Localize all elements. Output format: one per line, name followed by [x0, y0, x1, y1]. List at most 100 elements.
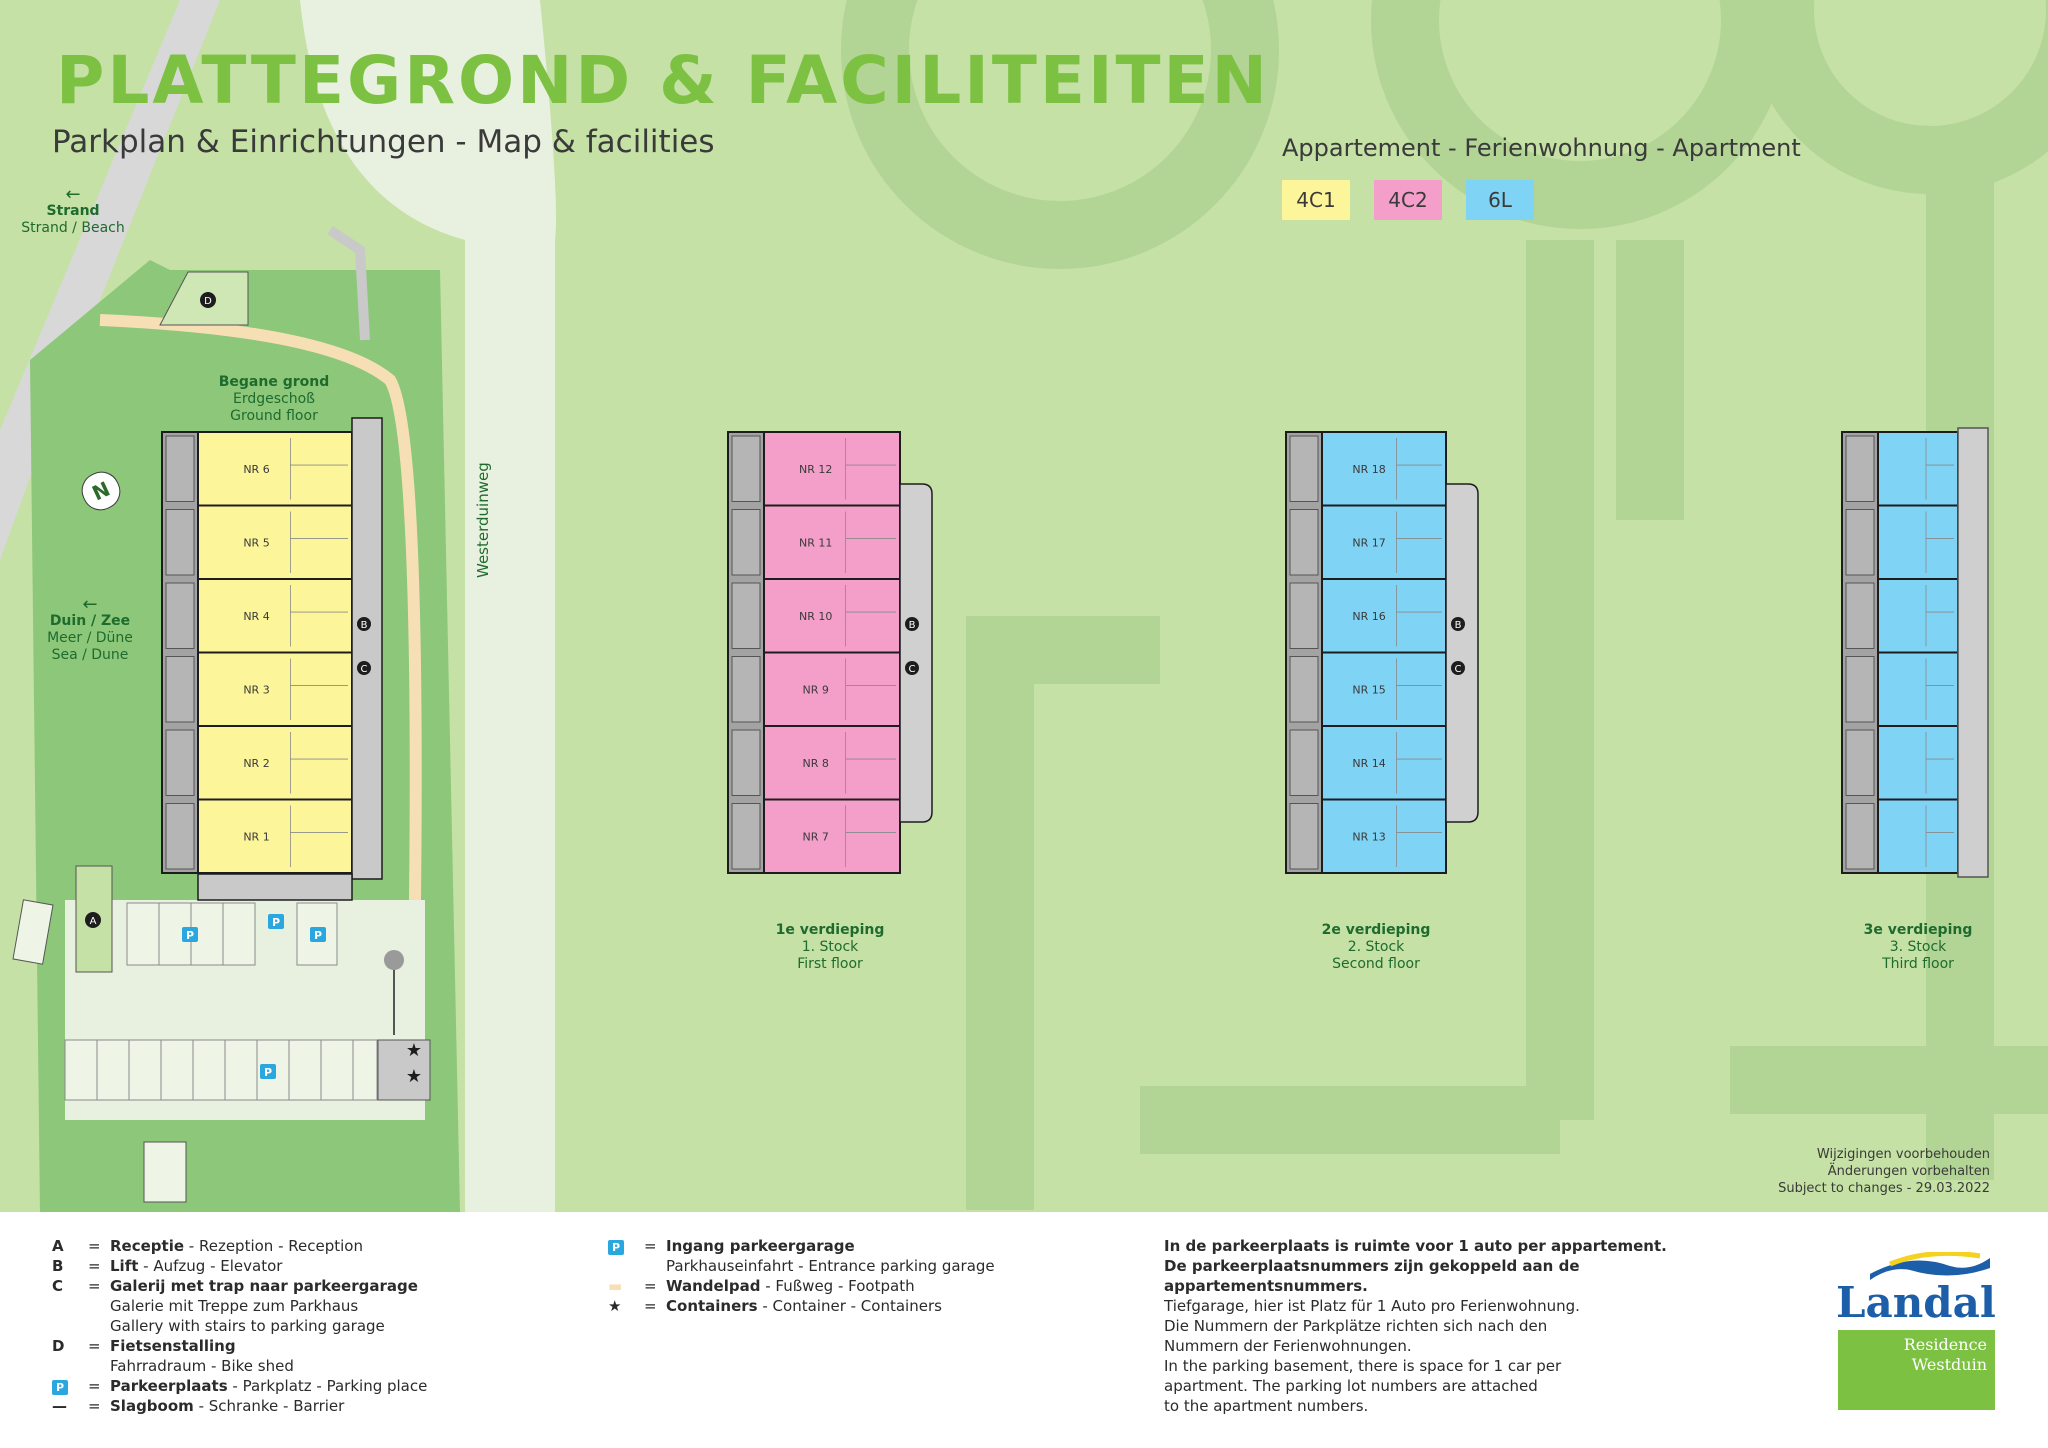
apartment-unit	[197, 431, 353, 507]
parking-icon	[260, 1064, 276, 1079]
apartment-unit	[1321, 651, 1447, 727]
apartment-unit	[1877, 725, 1959, 801]
elevator-marker-label: B	[1455, 620, 1462, 631]
unit-number: NR 14	[1352, 757, 1385, 770]
apartment-unit	[1321, 504, 1447, 580]
storage-column	[161, 431, 199, 874]
logo-wordmark: Landal	[1836, 1278, 1996, 1327]
balcony-strip	[1957, 427, 1989, 878]
unit-number: NR 4	[243, 610, 269, 623]
apartment-unit	[1321, 798, 1447, 874]
apartment-unit	[1321, 578, 1447, 654]
storage-room	[165, 582, 195, 649]
beach-label: Strand	[46, 203, 100, 219]
apartment-unit	[197, 651, 353, 727]
storage-room	[1845, 803, 1875, 870]
dune-label: Duin / Zee	[49, 613, 131, 629]
bike-shed-marker-icon	[200, 292, 216, 308]
unit-number: NR 10	[799, 610, 832, 623]
gallery-marker-icon	[1451, 661, 1465, 675]
apartment-unit	[763, 578, 901, 654]
storage-room	[165, 656, 195, 723]
legend-column-3: In de parkeerplaats is ruimte voor 1 aut…	[1164, 1237, 1667, 1415]
storage-room	[731, 509, 761, 576]
gallery-marker-label: C	[1455, 664, 1462, 675]
unit-number: NR 1	[243, 830, 269, 843]
storage-room	[1845, 729, 1875, 796]
page-title: PLATTEGROND & FACILITEITEN	[56, 42, 1270, 119]
parking-label: P	[264, 1066, 272, 1079]
unit-number: NR 3	[243, 683, 269, 696]
parking-icon: P	[52, 1380, 68, 1395]
storage-room	[731, 729, 761, 796]
apartment-unit	[1877, 504, 1959, 580]
floor-caption-third: 3e verdieping 3. Stock Third floor	[1863, 922, 1973, 972]
container-star-icon: ★	[406, 1040, 422, 1061]
unit-number: NR 15	[1352, 683, 1385, 696]
parking-icon	[268, 914, 284, 929]
reception-marker-icon	[85, 912, 101, 928]
storage-room	[1289, 729, 1319, 796]
arrow-left-icon: ←	[65, 184, 81, 205]
storage-room	[1289, 803, 1319, 870]
unit-number: NR 9	[802, 683, 828, 696]
apartment-unit	[763, 725, 901, 801]
entrance-annex	[197, 873, 353, 901]
unit-number: NR 5	[243, 536, 269, 549]
elevator-marker-label: B	[909, 620, 916, 631]
subject-to-changes-note: Wijzigingen voorbehouden Änderungen vorb…	[1778, 1147, 1990, 1196]
unit-number: NR 2	[243, 757, 269, 770]
legend-column-2: P=Ingang parkeergarage Parkhauseinfahrt …	[608, 1237, 995, 1315]
storage-room	[1289, 656, 1319, 723]
storage-room	[1289, 509, 1319, 576]
apartment-unit	[1877, 431, 1959, 507]
elevator-marker-icon	[357, 617, 371, 631]
unit-number: NR 17	[1352, 536, 1385, 549]
parking-icon	[310, 927, 326, 942]
gallery	[1445, 483, 1479, 823]
apartment-legend-title: Appartement - Ferienwohnung - Apartment	[1282, 134, 1801, 162]
apartment-unit	[197, 725, 353, 801]
arrow-left-icon: ←	[82, 594, 98, 615]
parking-label: P	[272, 916, 280, 929]
unit-number: NR 7	[802, 830, 828, 843]
bike-shed-marker-label: D	[204, 296, 212, 307]
elevator-marker-label: B	[361, 620, 368, 631]
unit-number: NR 6	[243, 463, 269, 476]
dune-sub1: Meer / Düne	[47, 630, 133, 646]
apartment-unit	[1877, 798, 1959, 874]
logo-box: Residence Westduin	[1838, 1330, 1995, 1410]
apartment-unit	[197, 578, 353, 654]
swatch-4c1: 4C1	[1282, 180, 1350, 220]
gallery-marker-icon	[357, 661, 371, 675]
storage-column	[727, 431, 765, 874]
elevator-marker-icon	[1451, 617, 1465, 631]
unit-number: NR 16	[1352, 610, 1385, 623]
parking-label: P	[186, 929, 194, 942]
apartment-unit	[763, 651, 901, 727]
storage-room	[165, 509, 195, 576]
container-star-icon: ★	[406, 1066, 422, 1087]
road-name: Westerduinweg	[474, 462, 492, 578]
unit-number: NR 11	[799, 536, 832, 549]
unit-number: NR 8	[802, 757, 828, 770]
beach-direction-label: ← Strand Strand / Beach	[18, 186, 128, 237]
reception-marker-label: A	[90, 916, 97, 927]
apartment-unit	[197, 504, 353, 580]
decorative-arches	[966, 150, 2048, 1210]
gallery-marker-label: C	[361, 664, 368, 675]
apartment-unit	[1877, 651, 1959, 727]
dune-sub2: Sea / Dune	[51, 647, 129, 663]
elevator-marker-icon	[905, 617, 919, 631]
storage-room	[1845, 435, 1875, 502]
footpath	[99, 314, 422, 901]
unit-number: NR 13	[1352, 830, 1385, 843]
storage-room	[731, 435, 761, 502]
apartment-unit	[763, 798, 901, 874]
storage-room	[1845, 582, 1875, 649]
container-area	[377, 1039, 431, 1101]
dune-direction-label: ← Duin / Zee Meer / Düne Sea / Dune	[40, 596, 140, 664]
swatch-4c2: 4C2	[1374, 180, 1442, 220]
